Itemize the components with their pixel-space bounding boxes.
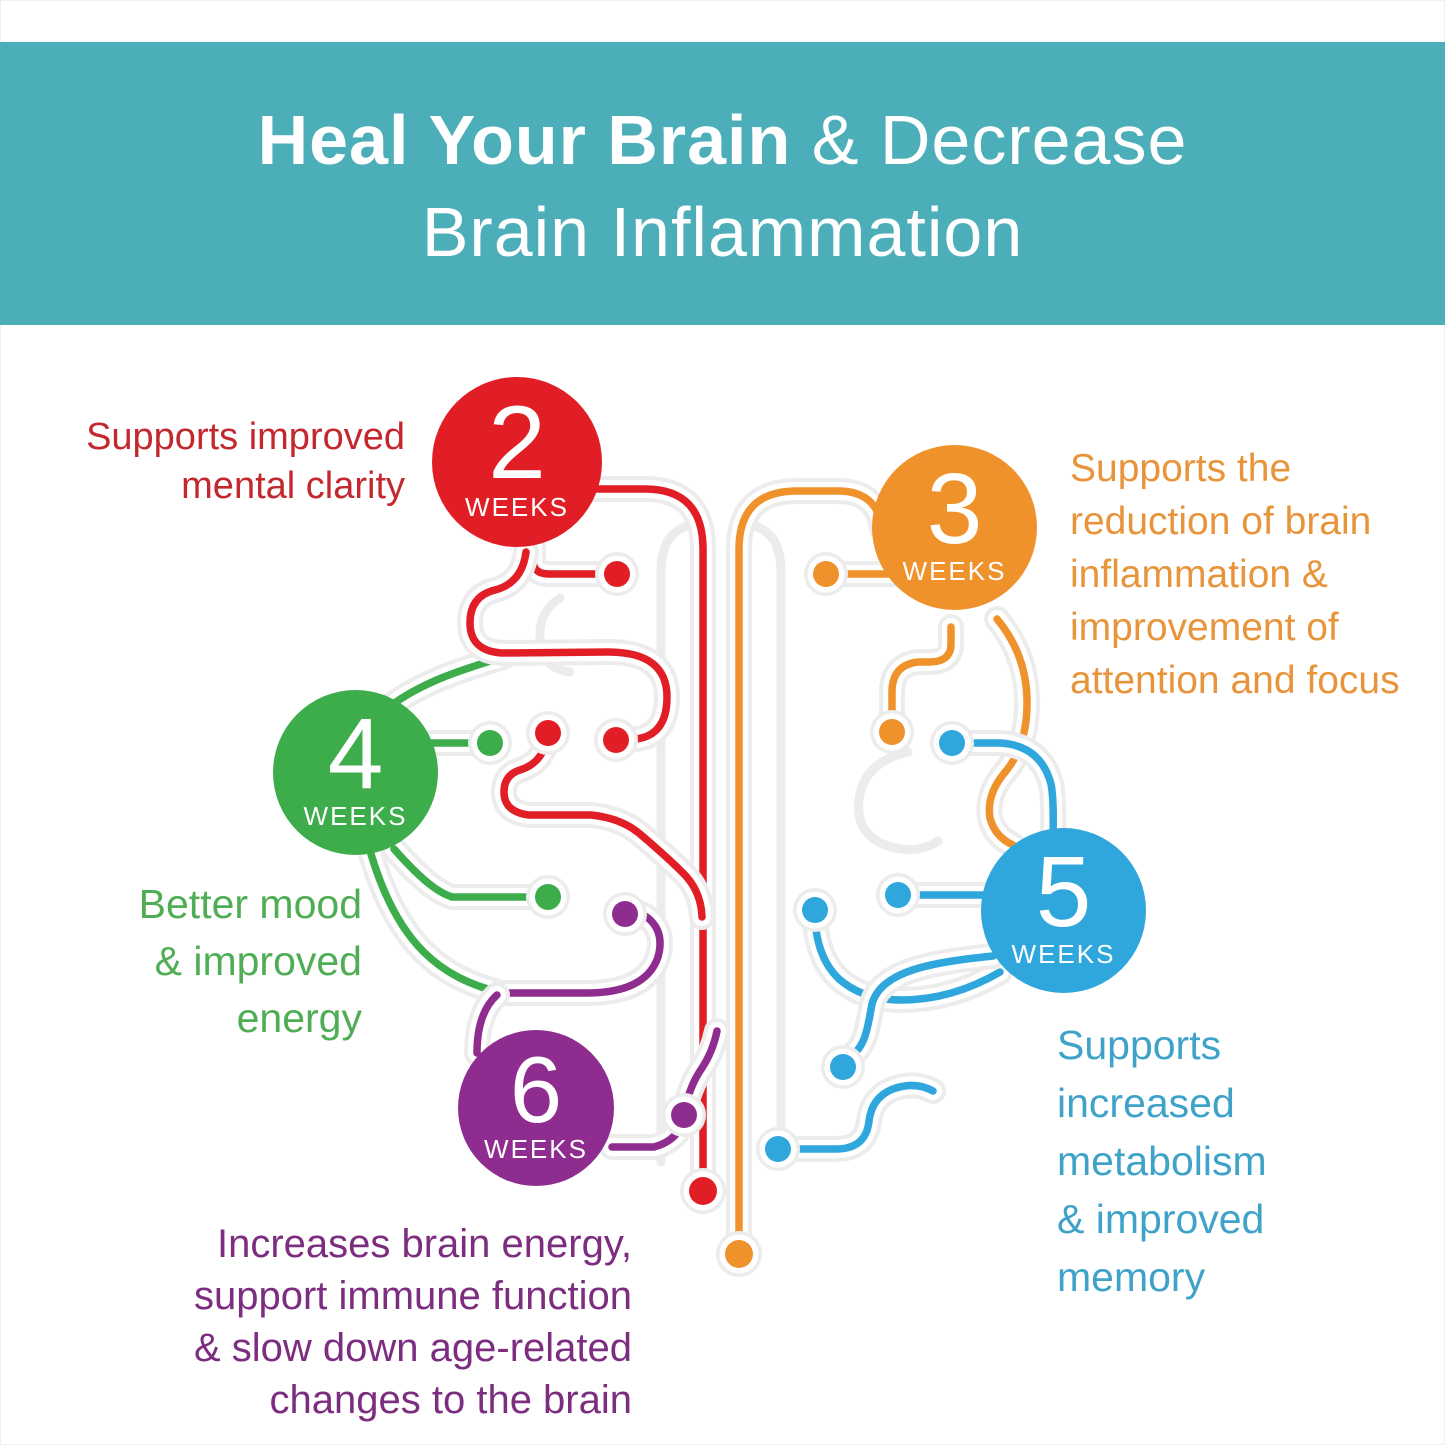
note-line: Better mood xyxy=(138,881,362,927)
week-3-number: 3 xyxy=(926,453,983,565)
purple-pathways xyxy=(464,892,730,1160)
blue-node-dot xyxy=(939,730,965,756)
orange-pathways xyxy=(716,478,1041,1277)
purple-stem-line xyxy=(473,991,501,1057)
week-5-note: Supports increased metabolism & improved… xyxy=(1057,1016,1267,1306)
orange-node-dot xyxy=(813,561,839,587)
week-4-note: Better mood & improved energy xyxy=(139,876,362,1047)
week-4-badge: 4 WEEKS xyxy=(273,690,438,855)
week-4-unit: WEEKS xyxy=(303,801,408,831)
orange-node-dot xyxy=(879,719,905,745)
blue-node-dot xyxy=(885,882,911,908)
week-6-badge: 6 WEEKS xyxy=(458,1030,614,1186)
red-lower-loop xyxy=(500,732,706,921)
week-6-number: 6 xyxy=(509,1036,563,1142)
note-line: metabolism xyxy=(1057,1138,1267,1184)
title-line-2: Brain Inflammation xyxy=(421,193,1024,271)
note-line: & improved xyxy=(154,938,362,984)
blue-node-dot xyxy=(830,1054,856,1080)
week-6-unit: WEEKS xyxy=(484,1134,588,1165)
note-line: Supports improved xyxy=(86,416,405,458)
week-3-note: Supports the reduction of brain inflamma… xyxy=(1070,442,1400,707)
title-line-1: Heal Your Brain & Decrease xyxy=(0,94,1445,186)
note-line: improvement of xyxy=(1070,606,1339,649)
page-title: Heal Your Brain & Decrease Brain Inflamm… xyxy=(0,94,1445,278)
note-line: Increases brain energy, xyxy=(216,1222,632,1266)
note-line: changes to the brain xyxy=(269,1378,632,1422)
title-light-text: & Decrease xyxy=(791,101,1188,179)
green-mid-branch xyxy=(390,845,540,901)
blue-node-dot xyxy=(765,1136,791,1162)
note-line: energy xyxy=(236,995,362,1041)
note-line: inflammation & xyxy=(1070,553,1328,596)
red-pathways xyxy=(457,476,726,1214)
orange-trunk-line xyxy=(735,487,886,1244)
week-3-unit: WEEKS xyxy=(902,556,1007,586)
green-long-sweep xyxy=(367,850,506,997)
note-line: & slow down age-related xyxy=(193,1326,632,1370)
blue-pathways xyxy=(756,721,1067,1171)
note-line: support immune function xyxy=(193,1274,632,1318)
week-4-number: 4 xyxy=(327,698,384,810)
red-trunk-line xyxy=(584,485,707,1180)
purple-node-dot xyxy=(671,1102,697,1128)
week-5-badge: 5 WEEKS xyxy=(981,828,1146,993)
header-band: Heal Your Brain & Decrease Brain Inflamm… xyxy=(0,42,1445,325)
green-node-dot xyxy=(535,884,561,910)
note-line: reduction of brain xyxy=(1070,500,1372,543)
blue-top-curve xyxy=(948,739,1057,838)
blue-lower-curl xyxy=(774,1081,937,1153)
note-line: Supports xyxy=(1057,1022,1222,1068)
red-node-dot xyxy=(604,561,630,587)
ghost-right-loop xyxy=(854,747,943,855)
blue-node-dot xyxy=(802,897,828,923)
week-6-note: Increases brain energy, support immune f… xyxy=(194,1218,632,1426)
week-2-number: 2 xyxy=(488,384,546,501)
week-5-unit: WEEKS xyxy=(1011,939,1116,969)
orange-right-sweep xyxy=(985,615,1031,849)
orange-node-dot xyxy=(725,1240,753,1268)
week-5-number: 5 xyxy=(1035,836,1092,948)
red-node-dot xyxy=(535,720,561,746)
week-2-unit: WEEKS xyxy=(465,492,569,523)
note-line: attention and focus xyxy=(1070,659,1400,702)
note-line: Supports the xyxy=(1070,447,1292,490)
note-line: mental clarity xyxy=(181,465,405,507)
week-2-badge: 2 WEEKS xyxy=(432,377,602,547)
orange-under-curl xyxy=(888,623,955,720)
red-serpentine xyxy=(466,548,671,744)
note-line: memory xyxy=(1057,1254,1206,1300)
blue-s-sweep xyxy=(842,952,997,1063)
red-node-dot xyxy=(689,1177,717,1205)
week-3-badge: 3 WEEKS xyxy=(872,445,1037,610)
title-bold-text: Heal Your Brain xyxy=(257,101,792,179)
purple-node-dot xyxy=(612,901,638,927)
note-line: & improved xyxy=(1057,1196,1265,1242)
note-line: increased xyxy=(1057,1080,1235,1126)
red-node-dot xyxy=(603,727,629,753)
green-node-dot xyxy=(477,730,503,756)
week-2-note: Supports improved mental clarity xyxy=(86,413,405,511)
